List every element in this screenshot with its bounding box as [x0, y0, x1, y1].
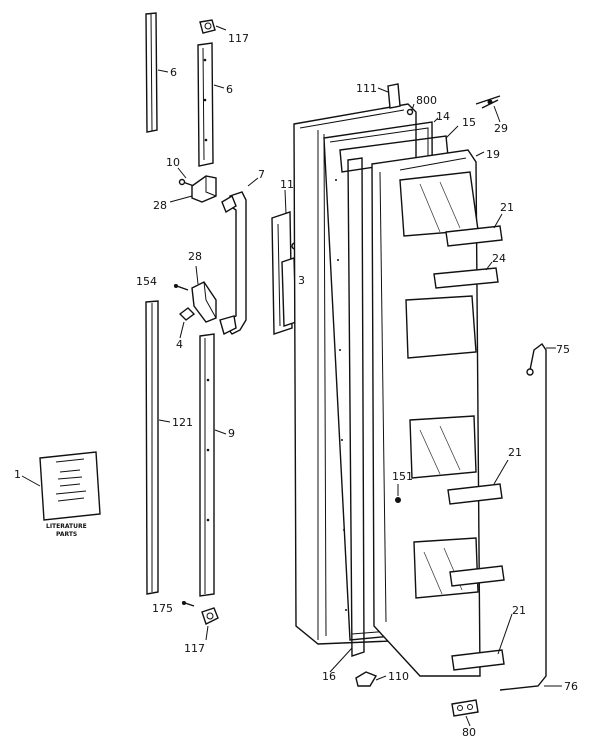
callout-21a: 21 [500, 201, 514, 214]
callout-14: 14 [436, 110, 450, 123]
callout-151: 151 [392, 470, 413, 483]
part-28-lower-bracket [191, 265, 217, 323]
part-21-shelf-bar-middle [447, 459, 509, 505]
callout-76: 76 [564, 680, 578, 693]
callout-117a: 117 [228, 32, 249, 45]
callout-80: 80 [462, 726, 476, 739]
part-28-hinge-bracket [169, 175, 217, 203]
literature-caption-2: PARTS [56, 531, 77, 538]
part-1-literature-card [21, 451, 101, 521]
part-7-door-handle [219, 177, 259, 336]
callout-1: 1 [14, 468, 21, 481]
callout-28b: 28 [188, 250, 202, 263]
part-16-leader [329, 647, 353, 673]
part-800-screw [406, 103, 415, 116]
part-110-cam [355, 671, 387, 687]
callout-15: 15 [462, 116, 476, 129]
callout-24: 24 [492, 252, 506, 265]
part-21-shelf-bar-lower [449, 565, 513, 671]
part-117-cap-top [199, 19, 227, 34]
part-24-shelf-bar [433, 261, 499, 289]
part-6-gasket-strip [145, 12, 169, 133]
part-111-bracket [377, 83, 401, 109]
callout-117b: 117 [184, 642, 205, 655]
callout-11: 11 [280, 178, 294, 191]
part-19-door-liner [371, 149, 485, 677]
part-121-gasket-strip [145, 300, 171, 595]
callout-6b: 6 [226, 83, 233, 96]
part-29-clip [475, 95, 501, 123]
callout-75: 75 [556, 343, 570, 356]
part-154-screw [173, 284, 189, 291]
part-117-cap-bottom [201, 607, 219, 641]
callout-121: 121 [172, 416, 193, 429]
callout-154: 154 [136, 275, 157, 288]
part-4-spacer [178, 307, 196, 339]
callout-111: 111 [356, 82, 377, 95]
callout-175: 175 [152, 602, 173, 615]
literature-caption-1: LITERATURE [46, 523, 87, 530]
callout-19: 19 [486, 148, 500, 161]
callout-110: 110 [388, 670, 409, 683]
callout-7: 7 [258, 168, 265, 181]
part-6-hinge-rail [197, 42, 225, 167]
callout-9: 9 [228, 427, 235, 440]
part-75-76-rod [499, 342, 562, 691]
callout-21c: 21 [512, 604, 526, 617]
part-151-screw [395, 484, 401, 503]
callout-29: 29 [494, 122, 508, 135]
part-21-shelf-bar-top [445, 213, 503, 247]
part-175-screw [181, 601, 195, 607]
part-80-hinge-pin [451, 699, 479, 727]
callout-4: 4 [176, 338, 183, 351]
callout-16: 16 [322, 670, 336, 683]
callout-10: 10 [166, 156, 180, 169]
part-9-hinge-rail [199, 333, 227, 597]
callout-28a: 28 [153, 199, 167, 212]
callout-800: 800 [416, 94, 437, 107]
callout-3: 3 [298, 274, 305, 287]
part-10-screw [177, 167, 195, 187]
callout-6a: 6 [170, 66, 177, 79]
callout-labels: 6 117 6 111 800 14 15 29 19 7 11 10 28 2… [14, 32, 578, 739]
callout-21b: 21 [508, 446, 522, 459]
